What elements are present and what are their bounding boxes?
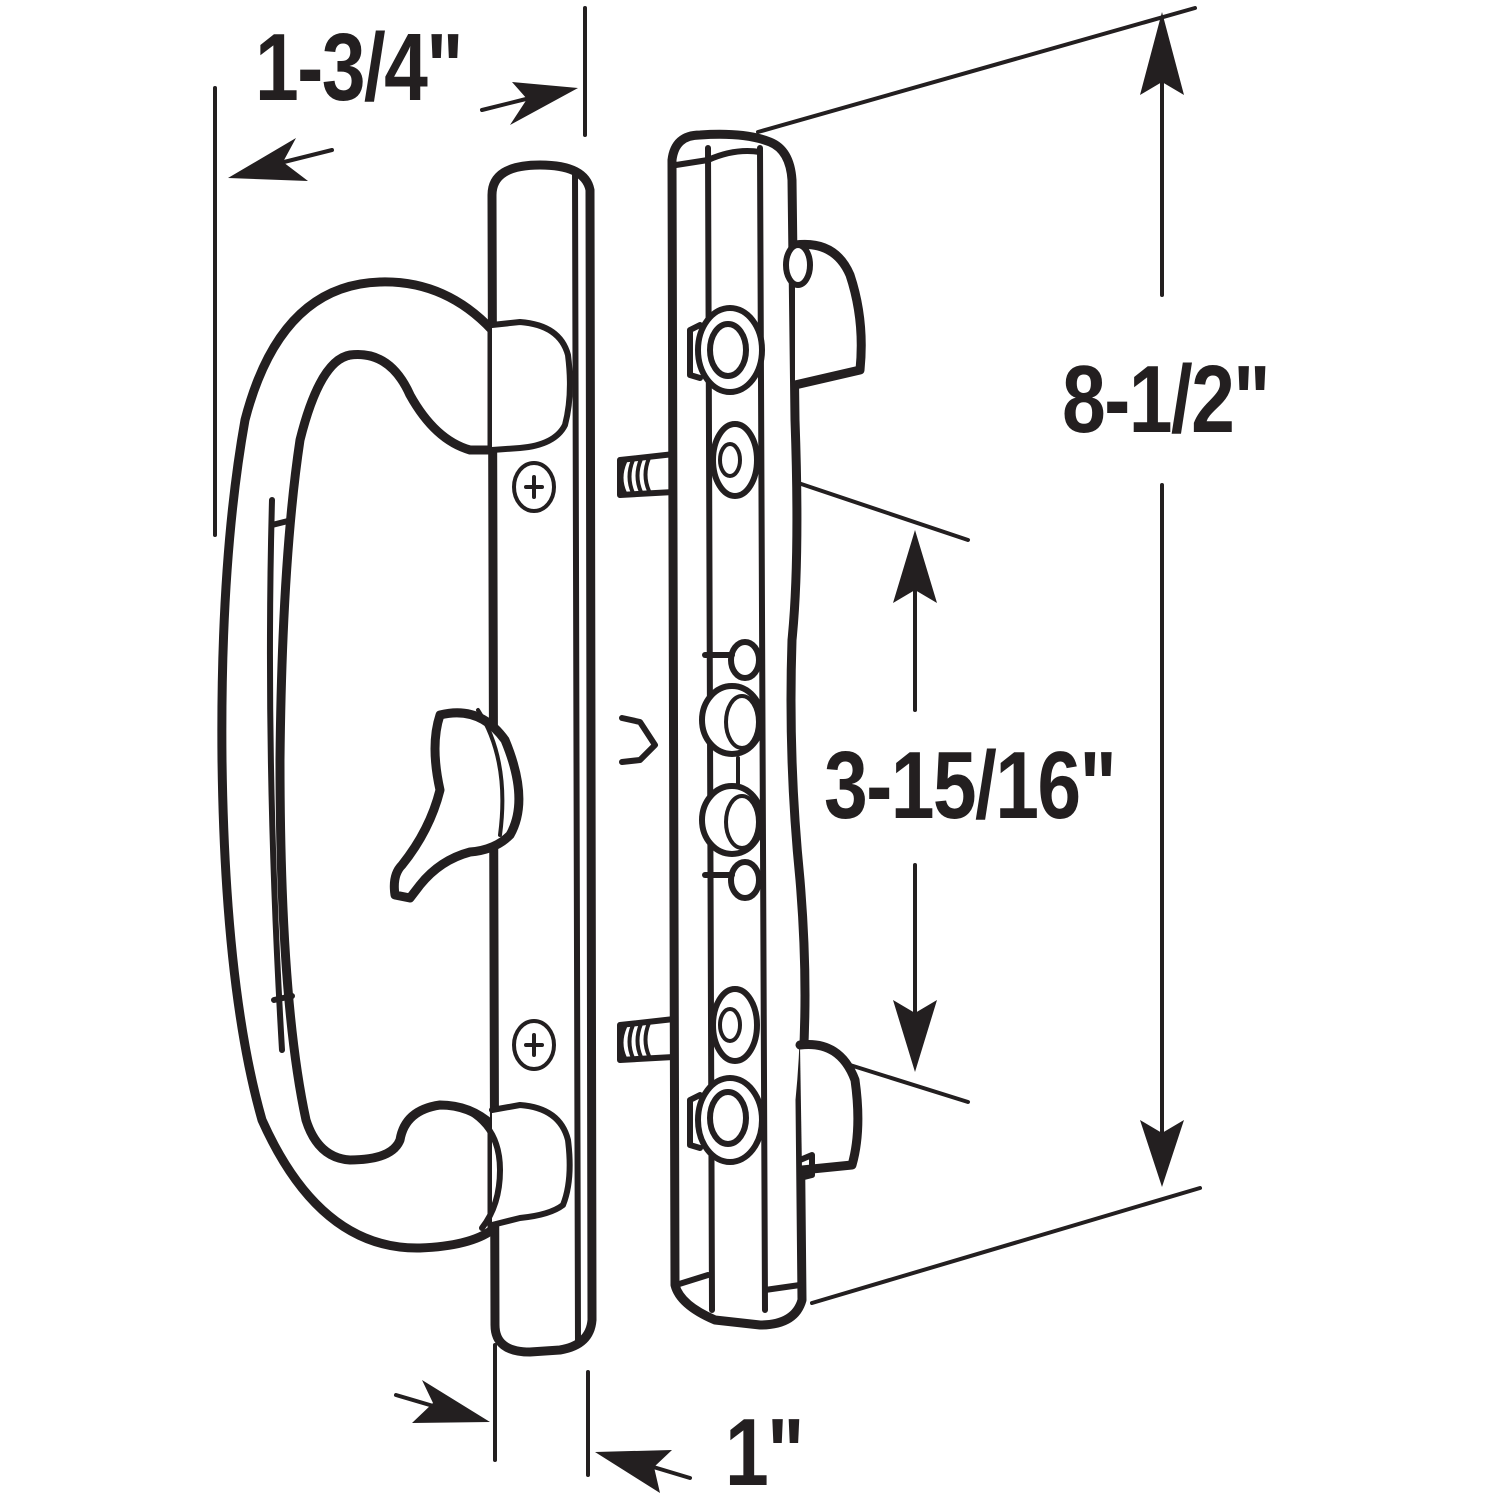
dimension-label-height: 8-1/2"	[1062, 346, 1271, 453]
boss-bottom	[687, 1075, 765, 1165]
boss-top	[687, 305, 765, 395]
dimension-height-lines	[756, 6, 1202, 1305]
latch-slot	[699, 639, 765, 901]
dimension-label-thickness: 1"	[725, 1399, 804, 1506]
exterior-plate	[667, 129, 866, 1330]
screw-bottom	[512, 1019, 556, 1071]
dimension-thickness-lines	[394, 1343, 692, 1493]
boss-screw-top	[710, 421, 760, 499]
boss-screw-bottom	[710, 986, 760, 1064]
dimension-label-width: 1-3/4"	[255, 14, 464, 121]
pull-handle	[217, 277, 573, 1253]
dimension-label-screw-spacing: 3-15/16"	[824, 732, 1117, 839]
interior-plate	[487, 160, 597, 1357]
screw-top	[512, 461, 556, 513]
dimension-width-lines	[213, 6, 587, 537]
latch-lever	[389, 708, 658, 903]
